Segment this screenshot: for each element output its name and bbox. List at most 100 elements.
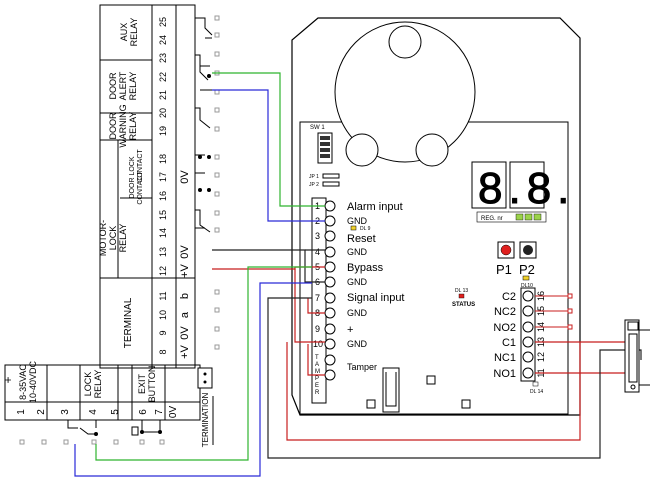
label-no2: NO2 (493, 322, 516, 334)
label-signal-input: Signal input (347, 292, 405, 304)
lt-pin-9: 9 (315, 324, 320, 334)
wire-green-alarm (212, 72, 325, 207)
right-terminal-screws (522, 290, 534, 379)
lt-tamper-e: E (315, 383, 319, 389)
bottom-pin-7: 7 (154, 409, 165, 415)
left-terminal-labels: Alarm input GND Reset GND Bypass GND Sig… (347, 201, 405, 372)
label-tamper: Tamper (347, 362, 377, 372)
pin-16: 16 (158, 191, 168, 201)
mounting-disc (334, 21, 476, 163)
p2-button[interactable] (523, 245, 533, 255)
lt-tamper-p: P (315, 376, 319, 382)
termination-jumper (197, 367, 213, 389)
sw1-label: SW 1 (310, 125, 325, 131)
bottom-pin-6: 6 (138, 409, 149, 415)
reg-nr-label: REG. nr (481, 216, 503, 222)
label-nc2: NC2 (494, 306, 516, 318)
reg-led-3 (533, 213, 542, 221)
lt-pin-3: 3 (315, 231, 320, 241)
dl14-led (532, 381, 539, 387)
signal-plus-v-8: +V (179, 344, 191, 358)
exit-button-symbol (131, 420, 161, 436)
signal-0v-17: 0V (179, 170, 191, 184)
pin-8: 8 (158, 349, 168, 354)
dl10-label: DL10 (521, 283, 533, 289)
wire-green-lockrelay (95, 266, 312, 461)
aux-relay-label: AUXRELAY (119, 18, 139, 47)
controller-board: SW 1 JP 1 JP 2 1 2 3 4 5 6 (291, 17, 581, 416)
wire-red-c1 (286, 341, 581, 441)
door-warning-line-2: WARNING (118, 104, 128, 147)
supply-line-1: 8-35VAC (18, 364, 28, 400)
door-contact-label: DOORCONTACT (129, 171, 144, 205)
wire-red-plus-rail (294, 269, 325, 343)
lock-contact-label: LOCKCONTACT (129, 149, 144, 183)
left-block-group-labels: AUXRELAY DOORALERTRELAY DOORWARNINGRELAY… (98, 18, 144, 349)
power-block-pin-markers (19, 439, 165, 445)
electric-lock (624, 319, 650, 393)
exit-button-line-2: BUTTON (147, 366, 157, 403)
signal-plus-v-12: +V (179, 263, 191, 277)
lock-contact-line-1: LOCK (129, 156, 136, 175)
p1-button[interactable] (500, 244, 512, 256)
reg-led-2 (524, 213, 533, 221)
lock-relay-line-2: RELAY (93, 370, 103, 399)
bottom-pin-5: 5 (110, 409, 121, 415)
pin-9: 9 (158, 330, 168, 335)
termination-label: TERMINATION (201, 393, 210, 448)
status-label: STATUS (452, 302, 475, 308)
p1-label: P1 (496, 262, 512, 277)
door-alert-line-2: ALERT (118, 71, 128, 100)
wire-black-lock (267, 297, 642, 459)
pin-20: 20 (158, 108, 168, 118)
label-no1: NO1 (493, 368, 516, 380)
wire-red-signal-loop (307, 298, 325, 314)
signal-0v-13: 0V (179, 245, 191, 259)
dl9-led (350, 225, 357, 231)
right-terminal-strip (520, 287, 536, 382)
wires (74, 72, 642, 477)
label-c2: C2 (502, 291, 516, 303)
pin-15: 15 (158, 210, 168, 220)
door-alert-relay-label: DOORALERTRELAY (108, 71, 138, 100)
wire-blue-lockrelay (74, 282, 312, 477)
signal-0v-9: 0V (179, 326, 191, 340)
lock-relay-dot (94, 432, 98, 436)
lt-pin-4: 4 (315, 247, 320, 257)
door-alert-line-1: DOOR (108, 72, 118, 100)
label-plus: + (347, 324, 353, 336)
lock-relay-symbol (67, 420, 97, 435)
power-block-pin-numbers: 1 2 3 4 5 6 7 0V (16, 406, 179, 419)
pin-21: 21 (158, 90, 168, 100)
label-alarm-input: Alarm input (347, 201, 403, 213)
label-gnd-4: GND (347, 308, 368, 318)
tamper-switch (382, 367, 400, 413)
right-strip-stubs (535, 293, 573, 330)
mount-hole-right (415, 133, 449, 167)
exit-button-dot-b (158, 430, 162, 434)
jp2-label: JP 2 (309, 182, 319, 188)
p2-label: P2 (519, 262, 535, 277)
door-warning-relay-label: DOORWARNINGRELAY (108, 104, 138, 147)
bottom-pin-1: 1 (16, 409, 27, 415)
power-block: 8-35VAC10-40VDC LOCKRELAY EXITBUTTON + 1… (1, 360, 214, 448)
aux-relay-line-2: RELAY (129, 18, 139, 47)
pin-23: 23 (158, 53, 168, 63)
exit-button-label: EXITBUTTON (137, 366, 157, 403)
lt-tamper-t: T (315, 355, 319, 361)
reg-box (476, 211, 547, 223)
dl10-led (522, 275, 530, 281)
label-nc1: NC1 (494, 352, 516, 364)
pin-25: 25 (158, 17, 168, 27)
lt-pin-10: 10 (313, 339, 323, 349)
rt-pin-12: 12 (536, 352, 546, 362)
right-terminal-labels: C2 NC2 NO2 C1 NC1 NO1 (493, 291, 516, 380)
bottom-pin-4: 4 (88, 409, 99, 415)
left-terminal-block: 25 24 23 22 21 20 19 18 17 16 15 14 13 1… (98, 4, 220, 369)
dl9-label: DL 9 (360, 226, 371, 232)
label-gnd-1: GND (347, 216, 368, 226)
lock-relay-label: LOCKRELAY (83, 370, 103, 399)
wire-blue-alarm-gnd (212, 89, 325, 222)
pin-18: 18 (158, 154, 168, 164)
